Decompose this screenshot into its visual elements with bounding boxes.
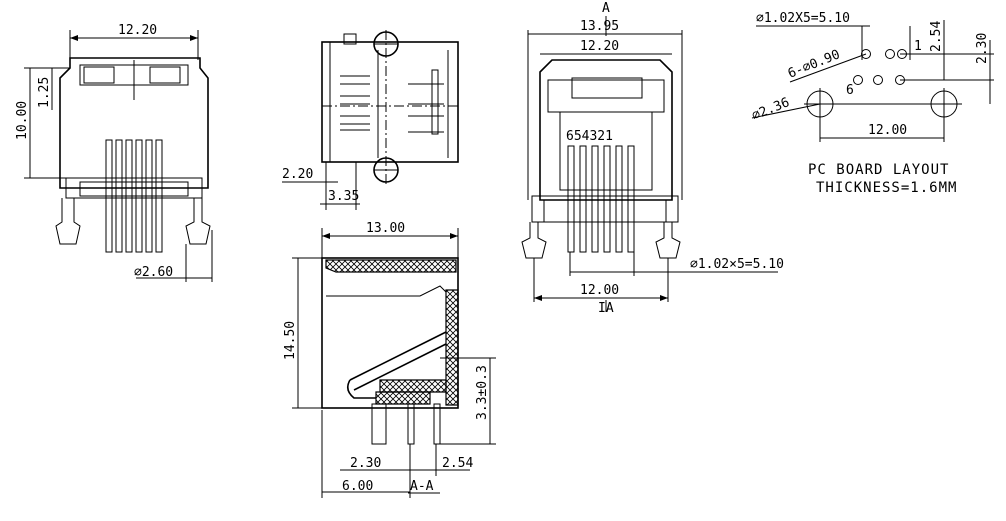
pcb-post-spacing: 12.00 bbox=[868, 123, 907, 138]
pcb-thickness: THICKNESS=1.6MM bbox=[816, 180, 957, 196]
section-pitch-dim: 2.54 bbox=[442, 456, 473, 471]
rear-bottom-width: 12.00 bbox=[580, 283, 619, 298]
pcb-pin-6: 6 bbox=[846, 83, 854, 98]
pcb-row-offset-dim: 2.30 bbox=[975, 33, 990, 64]
front-post-dim: ⌀2.60 bbox=[134, 265, 173, 280]
section-view: 13.00 14.50 3.3±0.3 2.30 2.54 6.00 A-A bbox=[283, 221, 496, 498]
front-height-dim: 10.00 bbox=[15, 101, 30, 140]
pcb-layout: ⌀1.02X5=5.10 2.54 2.30 6-⌀0.90 1 6 ⌀2.36… bbox=[750, 11, 994, 196]
side-small-dim: 2.20 bbox=[282, 167, 313, 182]
front-width-dim: 12.20 bbox=[118, 23, 157, 38]
pcb-title: PC BOARD LAYOUT bbox=[808, 162, 949, 178]
pcb-post-note: ⌀2.36 bbox=[750, 95, 792, 124]
pcb-row-dim: 2.54 bbox=[929, 21, 944, 52]
section-offset-dim: 2.30 bbox=[350, 456, 381, 471]
section-height-dim: 14.50 bbox=[283, 321, 298, 360]
rear-overall-width: 13.95 bbox=[580, 19, 619, 34]
front-top-dim: 1.25 bbox=[37, 77, 52, 108]
rear-section-mark-bottom: IA bbox=[598, 301, 614, 316]
rear-pin-numbers: 654321 bbox=[566, 129, 613, 144]
rear-view: A 13.95 12.20 654321 ⌀1.02×5=5.10 bbox=[521, 1, 784, 316]
pcb-holes-note: 6-⌀0.90 bbox=[786, 47, 842, 81]
rear-section-mark-top: A bbox=[602, 1, 610, 16]
front-view: 12.20 10.00 1.25 ⌀2.60 bbox=[15, 23, 213, 282]
section-depth-dim: 13.00 bbox=[366, 221, 405, 236]
pcb-pin-1: 1 bbox=[914, 39, 922, 54]
side-view: 2.20 3.35 bbox=[282, 30, 459, 210]
side-offset-dim: 3.35 bbox=[328, 189, 359, 204]
rear-inner-width: 12.20 bbox=[580, 39, 619, 54]
section-label: A-A bbox=[410, 479, 434, 494]
pcb-pitch-note: ⌀1.02X5=5.10 bbox=[756, 11, 850, 26]
section-base-dim: 6.00 bbox=[342, 479, 373, 494]
section-pinlen-dim: 3.3±0.3 bbox=[475, 365, 490, 420]
rear-pitch-note: ⌀1.02×5=5.10 bbox=[690, 257, 784, 272]
